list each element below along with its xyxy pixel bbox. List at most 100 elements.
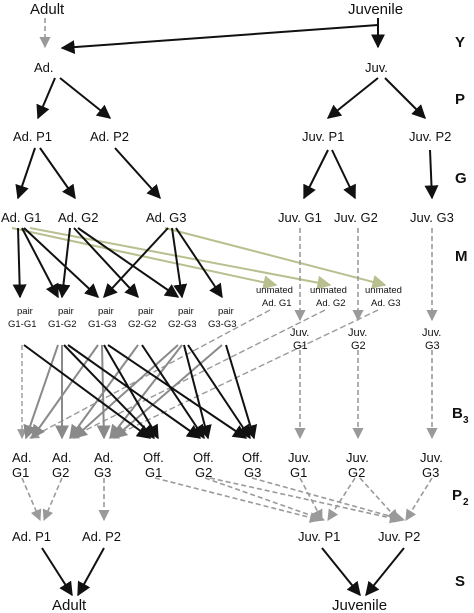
edge-p33-off3 [225,344,258,440]
pair-g1g3-word: pair [98,306,114,317]
edge-juvp1-to-juvg2 [331,149,356,200]
edge-adp2-adult [77,547,105,597]
edge-ad-to-adp1 [36,77,56,120]
edge-unmated-g3-to-adg3 [109,309,379,439]
node-juvg3: Juv. G3 [410,210,454,225]
b-juv-g3-word: Juv. [420,450,443,465]
edge-unmated-g2-to-adg2 [69,309,326,439]
edge-off2-juvp2 [209,477,402,524]
unmated-g3-word: unmated [365,285,402,296]
edge-p12-off2 [67,344,202,439]
b-ad-g2-word: Ad. [52,450,72,465]
edge-p22-off2 [141,344,205,440]
b-off-g2-label: G2 [195,465,212,480]
pair-g2g3-word: pair [178,306,194,317]
edge-g1-pair-g1g3 [23,227,100,298]
edge-p23-off3 [187,344,251,440]
edge-juvp2-to-juvg3 [424,149,439,200]
edge-off1-juvp1 [154,477,322,523]
stage-p2-sub: 2 [463,497,469,508]
edge-p23-adg2 [72,344,179,439]
juvm-g3-word: Juv. [422,327,441,339]
stage-m: M [455,248,468,265]
edge-adp2-to-adg3 [114,147,161,200]
unmated-g2-label: Ad. G2 [316,298,346,309]
pair-g3g3-word: pair [218,306,234,317]
edge-g2-pair-g2g2 [73,227,139,299]
node-adg1: Ad. G1 [1,210,41,225]
b-off-g2-word: Off. [193,450,214,465]
edge-adp1-adult [41,547,73,597]
pair-g1g1-label: G1-G1 [8,319,37,330]
pair-g1g3-label: G1-G3 [88,319,117,330]
label-bottom-juvenile: Juvenile [332,597,387,613]
stage-p: P [455,91,465,108]
edge-adg1-adp1 [21,477,42,522]
b-off-g3-word: Off. [242,450,263,465]
label-top-adult: Adult [30,1,65,18]
edge-p13-adg1 [31,344,99,440]
node-juvp2: Juv. P2 [409,129,451,144]
stage-g: G [455,170,467,187]
edge-g1-pair-g1g2 [21,227,59,299]
b-ad-g1-word: Ad. [12,450,32,465]
edge-p23-adg3 [109,344,183,440]
juvm-g1-label: G1 [293,340,308,352]
b-ad-g3-label: G3 [94,465,111,480]
label-top-juvenile: Juvenile [348,1,403,18]
node-adp2: Ad. P2 [90,129,129,144]
stage-s: S [455,573,465,590]
b-off-g1-label: G1 [145,465,162,480]
label-bottom-adult: Adult [52,597,87,613]
edge-juvg1-juvp1 [299,477,323,521]
juvm-g1-word: Juv. [290,327,309,339]
node-juvp1: Juv. P1 [302,129,344,144]
edge-juvp1-juvenile [321,547,361,597]
b-off-g3-label: G3 [244,465,261,480]
edge-off3-juvp2 [251,477,406,523]
edge-juv-to-juvp2 [384,77,426,119]
b-off-g1-word: Off. [143,450,164,465]
edge-adp1-to-adg2 [39,147,76,200]
edge-p33-adg3 [112,344,223,439]
node-adg3: Ad. G3 [146,210,186,225]
edge-juv-to-juvp1 [326,77,379,119]
edge-adg2-to-unmated-g2 [29,227,332,290]
p2-juvp1: Juv. P1 [298,529,340,544]
pair-g3g3-label: G3-G3 [208,319,237,330]
pair-g1g2-word: pair [58,306,74,317]
node-juvg1: Juv. G1 [278,210,322,225]
p2-juvp2: Juv. P2 [378,529,420,544]
p2-adp2: Ad. P2 [82,529,121,544]
edge-adp1-to-adg1 [15,147,36,200]
juvm-g2-word: Juv. [348,327,367,339]
edge-g3-pair-g3g3 [175,227,223,299]
pair-g1g1-word: pair [17,306,33,317]
edge-adg2-adp1 [42,477,63,522]
edge-juvp1-to-juvg1 [303,149,329,200]
b-juv-g1-word: Juv. [288,450,311,465]
pair-g2g2-label: G2-G2 [128,319,157,330]
edge-p12-off1 [63,344,155,440]
node-adg2: Ad. G2 [58,210,98,225]
edge-g1-pair-g1g1 [12,227,27,299]
edge-adg3-to-unmated-g3 [164,227,387,289]
unmated-g1-label: Ad. G1 [262,298,292,309]
edge-juvp2-juvenile [365,547,405,597]
node-juv: Juv. [365,60,388,75]
p2-adp1: Ad. P1 [12,529,51,544]
b-ad-g2-label: G2 [52,465,69,480]
b-ad-g3-word: Ad. [94,450,114,465]
pair-g1g2-label: G1-G2 [48,319,77,330]
edge-adg1-to-unmated-g1 [11,227,278,290]
edge-p22-adg2 [69,344,139,440]
juvm-g3-label: G3 [425,340,440,352]
stage-p2: P [452,487,462,504]
juvm-g2-label: G2 [351,340,366,352]
stage-y: Y [455,34,465,51]
node-juvg2: Juv. G2 [334,210,378,225]
edge-juvg2-juvp2 [359,477,399,521]
